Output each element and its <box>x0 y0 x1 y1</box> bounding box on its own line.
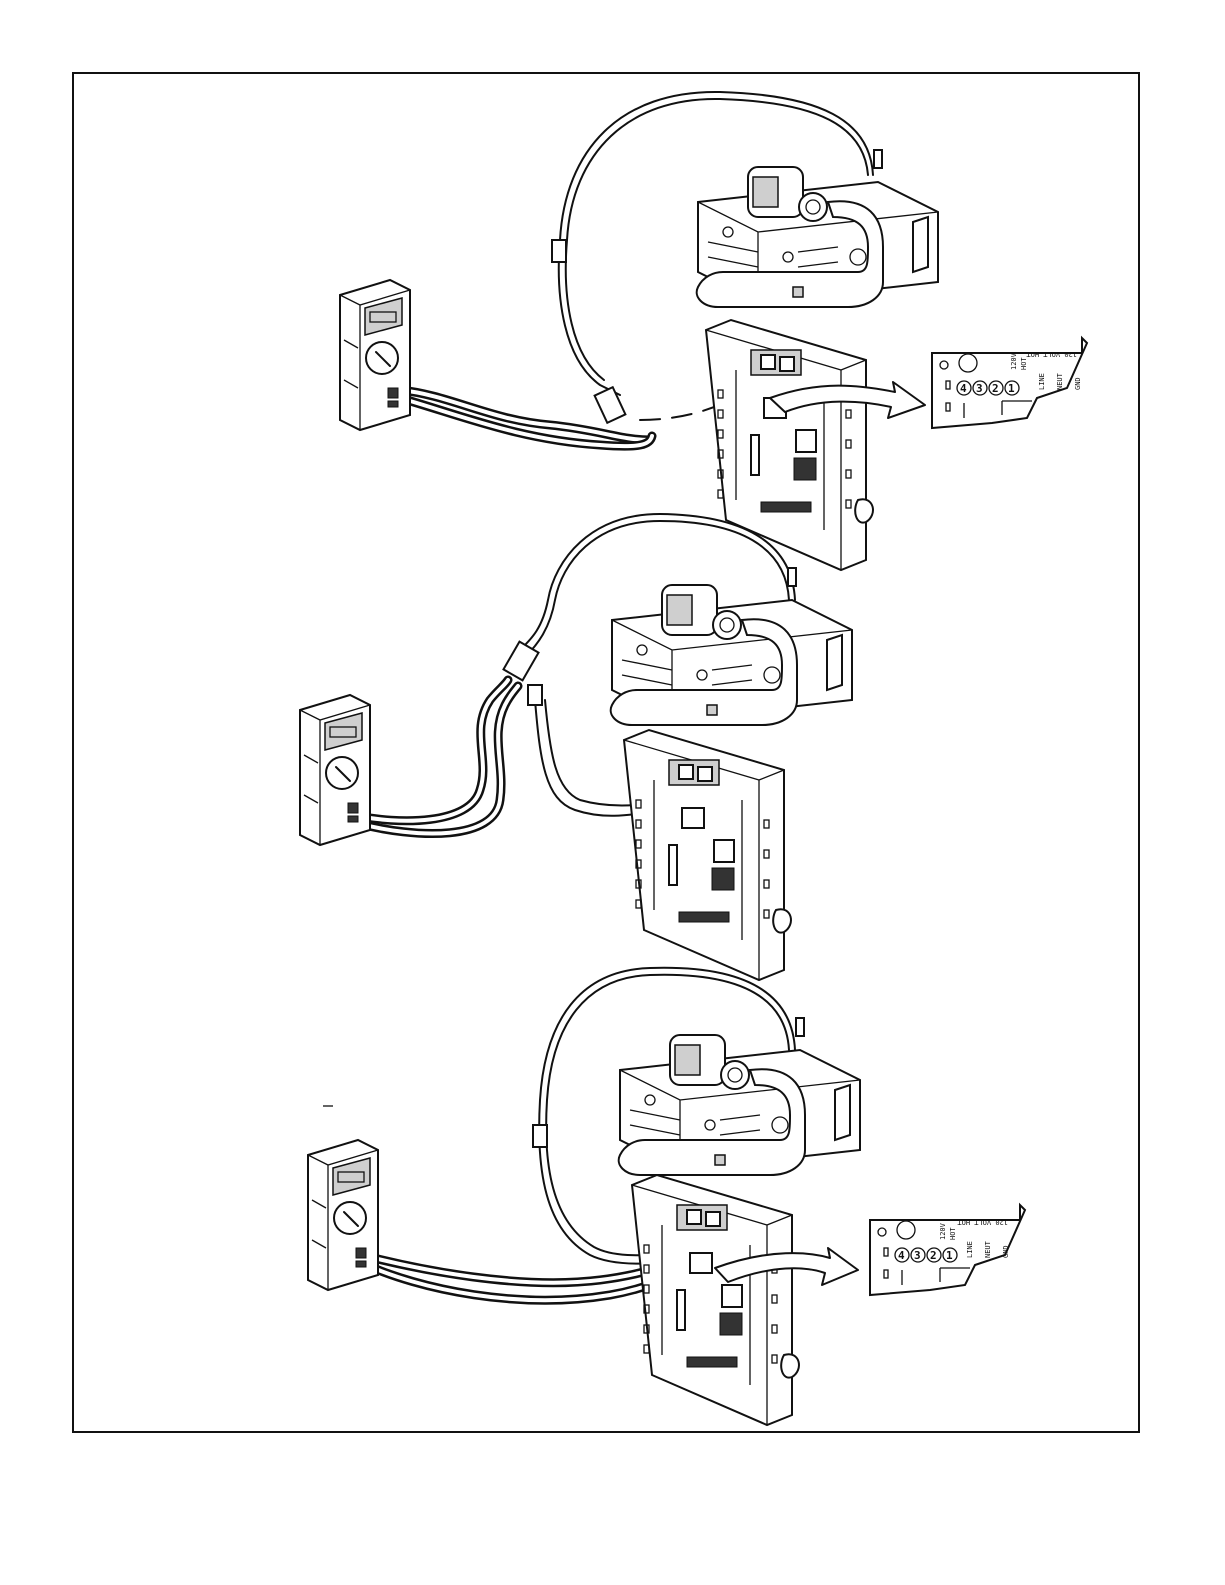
control-panel-middle <box>624 730 791 980</box>
svg-text:2: 2 <box>992 382 999 395</box>
svg-text:HOT: HOT <box>1020 357 1028 370</box>
svg-text:NEUT: NEUT <box>1056 372 1064 390</box>
step-2-group <box>300 514 852 980</box>
multimeter-bottom <box>308 1140 378 1290</box>
svg-text:120 VOLT HOT: 120 VOLT HOT <box>957 1218 1008 1226</box>
svg-text:1: 1 <box>946 1249 953 1262</box>
control-panel-top <box>706 320 873 570</box>
svg-text:120 VOLT HOT: 120 VOLT HOT <box>1026 350 1077 358</box>
gas-valve-assembly-bottom <box>619 1018 860 1175</box>
svg-text:1: 1 <box>1008 382 1015 395</box>
control-panel-bottom <box>632 1175 799 1425</box>
svg-text:GND: GND <box>1074 377 1082 390</box>
svg-text:3: 3 <box>976 382 983 395</box>
gas-valve-assembly-top <box>697 150 938 307</box>
multimeter-top <box>340 280 410 430</box>
svg-text:120V: 120V <box>1010 352 1018 370</box>
svg-text:LINE: LINE <box>1038 373 1046 390</box>
svg-text:3: 3 <box>914 1249 921 1262</box>
svg-text:120V: 120V <box>939 1222 947 1240</box>
svg-text:2: 2 <box>930 1249 937 1262</box>
svg-text:4: 4 <box>960 382 967 395</box>
multimeter-middle <box>300 695 370 845</box>
svg-text:4: 4 <box>898 1249 905 1262</box>
step-3-group: 4 3 2 1 <box>308 968 1025 1425</box>
svg-text:HOT: HOT <box>949 1227 957 1240</box>
step-1-group: 4 3 2 1 <box>340 92 1087 570</box>
svg-text:LINE: LINE <box>966 1241 974 1258</box>
svg-text:GND: GND <box>1002 1245 1010 1258</box>
svg-text:NEUT: NEUT <box>984 1240 992 1258</box>
gas-valve-assembly-middle <box>611 568 852 725</box>
